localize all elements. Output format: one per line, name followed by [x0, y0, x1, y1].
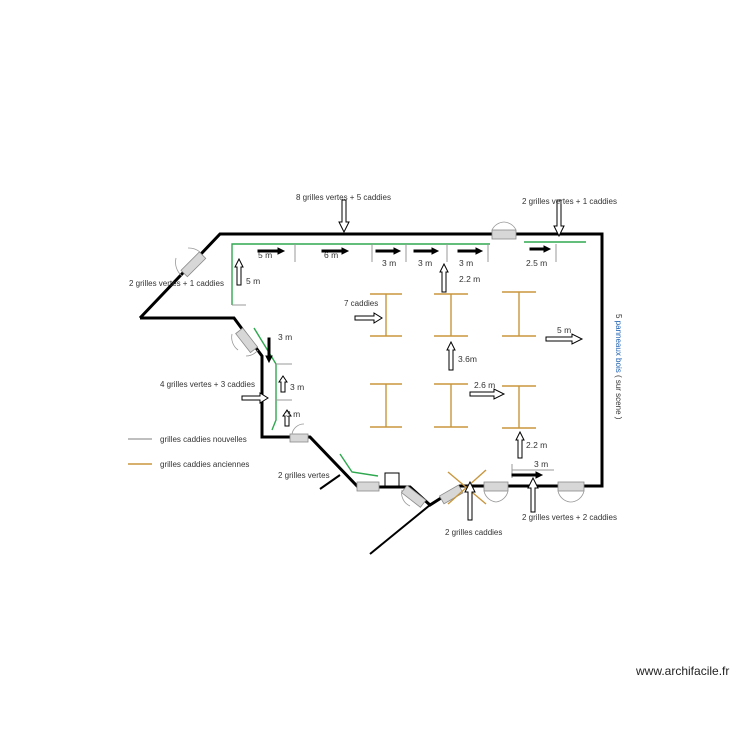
dimension-label: 2.6 m — [474, 380, 495, 390]
arrow-right-icon — [457, 247, 484, 255]
door-bottom-5 — [557, 481, 585, 503]
grey-grids — [232, 244, 557, 478]
arrow-right-icon — [321, 247, 350, 255]
door-top-right — [491, 221, 517, 240]
dimension-label: 2.2 m — [459, 274, 480, 284]
green-barrier-left — [271, 364, 277, 431]
arrow-down-icon — [338, 199, 350, 234]
label-center-caddies: 7 caddies — [344, 299, 378, 308]
dimension-label: 3 m — [382, 258, 396, 268]
green-barrier-bottom — [339, 453, 379, 477]
legend-label-old: grilles caddies anciennes — [160, 460, 249, 469]
door-left-bottom — [289, 423, 309, 443]
dimension-label: 3 m — [278, 332, 292, 342]
legend-label-new: grilles caddies nouvelles — [160, 435, 247, 444]
label-right-vertical: 5 panneaux bois ( sur scene ) — [614, 314, 623, 420]
ochre-grids — [370, 291, 536, 505]
arrow-right-icon — [257, 247, 286, 255]
old-grid-2 — [434, 293, 468, 337]
arrow-up-icon — [265, 337, 273, 364]
door-bottom-4 — [483, 481, 509, 503]
old-grid-4 — [370, 383, 402, 428]
label-bottom-left: 2 grilles vertes — [278, 471, 330, 480]
annotations: 8 grilles vertes + 5 caddies 2 grilles v… — [129, 193, 623, 537]
door-bottom-1 — [356, 481, 380, 492]
dimension-label: 3 m — [418, 258, 432, 268]
arrow-right-icon — [469, 388, 506, 400]
arrow-up-icon — [234, 257, 244, 286]
old-grid-3 — [502, 291, 536, 337]
green-barriers — [231, 241, 586, 477]
dimension-labels: 5 m 6 m 3 m 3 m 3 m 2.5 m 2.2 m 5 m 3 m … — [246, 250, 571, 469]
arrow-up-icon — [439, 262, 449, 293]
arrow-right-icon — [511, 471, 544, 479]
dimension-label: 3.6m — [458, 354, 477, 364]
label-bottom-right: 2 grilles vertes + 2 caddies — [522, 513, 617, 522]
dimension-label: 6 m — [324, 250, 338, 260]
wall-stub — [319, 474, 341, 490]
dimension-label: 2.5 m — [526, 258, 547, 268]
door-left-diagonal — [231, 327, 259, 357]
arrow-right-icon — [545, 333, 584, 345]
arrow-right-icon — [241, 392, 269, 404]
green-barrier-top — [231, 243, 490, 305]
arrow-down-icon — [553, 199, 565, 238]
door-top-left — [175, 247, 207, 278]
door-bottom-2 — [400, 484, 427, 508]
dimension-label: 5 m — [246, 276, 260, 286]
arrow-right-icon — [375, 247, 402, 255]
arrow-up-icon — [282, 409, 292, 427]
dimension-label: 3 m — [286, 409, 300, 419]
arrow-up-icon — [464, 480, 476, 521]
dimension-label: 3 m — [290, 382, 304, 392]
green-barrier-diagonal — [253, 327, 277, 365]
arrow-right-icon — [354, 312, 383, 324]
old-grid-5 — [434, 383, 468, 428]
dimension-label: 5 m — [258, 250, 272, 260]
old-grid-1 — [370, 293, 402, 337]
dimension-label: 3 m — [534, 459, 548, 469]
arrow-up-icon — [527, 476, 539, 513]
arrow-right-icon — [413, 247, 440, 255]
watermark-brand: www.archifacile.fr — [635, 664, 729, 678]
arrow-up-icon — [278, 375, 288, 393]
label-bottom-center: 2 grilles caddies — [445, 528, 502, 537]
label-top-right: 2 grilles vertes + 1 caddies — [522, 197, 617, 206]
wall-extension — [369, 504, 431, 555]
dimension-label: 2.2 m — [526, 440, 547, 450]
label-top-center: 8 grilles vertes + 5 caddies — [296, 193, 391, 202]
label-left: 2 grilles vertes + 1 caddies — [129, 279, 224, 288]
doors — [175, 221, 585, 508]
old-grid-6 — [502, 385, 536, 429]
dimension-label: 3 m — [459, 258, 473, 268]
arrow-up-icon — [515, 430, 525, 459]
legend: grilles caddies nouvelles grilles caddie… — [128, 435, 249, 469]
arrow-up-icon — [446, 340, 456, 371]
dimension-label: 5 m — [557, 325, 571, 335]
label-left-middle: 4 grilles vertes + 3 caddies — [160, 380, 255, 389]
arrow-right-icon — [529, 245, 552, 253]
arrows — [234, 199, 584, 521]
column-block — [384, 472, 400, 487]
